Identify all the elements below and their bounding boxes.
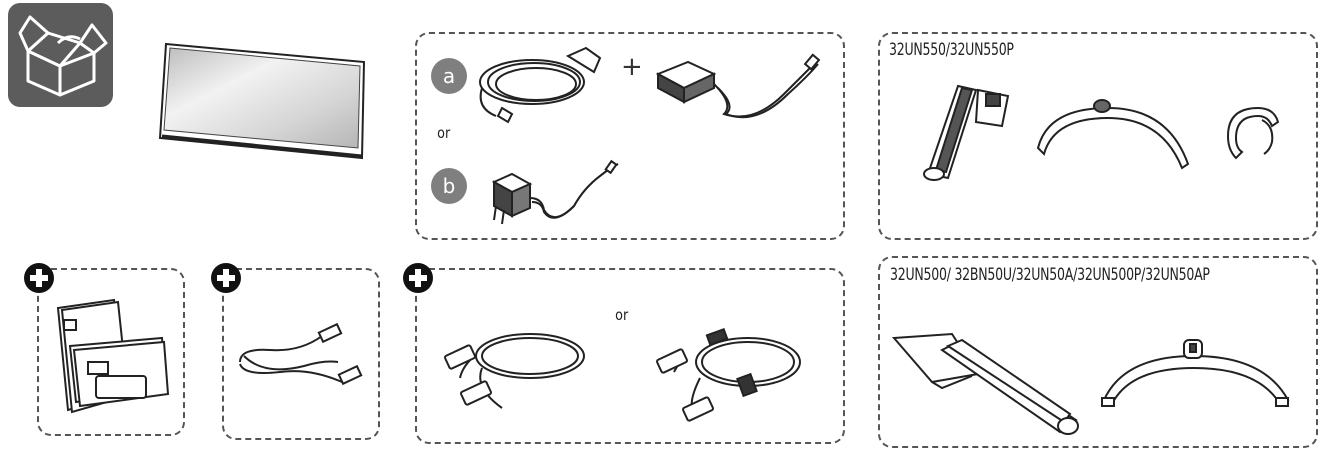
power-or-label: or xyxy=(437,124,451,142)
stand-body-icon xyxy=(918,82,1010,186)
manual-panel xyxy=(37,268,185,436)
ac-dc-adapter-icon xyxy=(654,52,824,122)
add-plus-icon xyxy=(210,262,242,294)
add-plus-icon xyxy=(23,262,55,294)
wall-adapter-icon xyxy=(488,159,628,232)
add-plus-icon xyxy=(402,262,434,294)
option-b-badge: b xyxy=(431,168,467,204)
stand-32un500-model-label: 32UN500/ 32BN50U/32UN50A/32UN500P/32UN50… xyxy=(890,265,1210,285)
power-adapter-panel xyxy=(415,32,845,240)
cables-panel xyxy=(415,268,845,444)
monitor-illustration xyxy=(158,40,370,162)
displayport-cable-icon xyxy=(442,324,590,420)
stand-32un550-panel xyxy=(878,32,1318,240)
power-cord-icon xyxy=(472,44,612,126)
stand-base-icon xyxy=(1036,96,1192,170)
stand-32un550-model-label: 32UN550/32UN550P xyxy=(889,40,1014,60)
hdmi-cable-icon xyxy=(234,322,368,390)
manual-documents-icon xyxy=(52,298,170,416)
package-box-icon xyxy=(8,3,113,107)
stand-base-icon xyxy=(1100,338,1292,410)
cable-holder-icon xyxy=(1218,100,1280,160)
option-a-badge: a xyxy=(431,58,467,94)
stand-arm-icon xyxy=(891,330,1079,440)
stand-32un500-panel xyxy=(878,256,1318,448)
cables-or-label: or xyxy=(615,306,629,324)
plus-sign: + xyxy=(621,52,643,82)
usb-cable-icon xyxy=(654,327,804,428)
hdmi-cable-panel xyxy=(222,268,380,440)
